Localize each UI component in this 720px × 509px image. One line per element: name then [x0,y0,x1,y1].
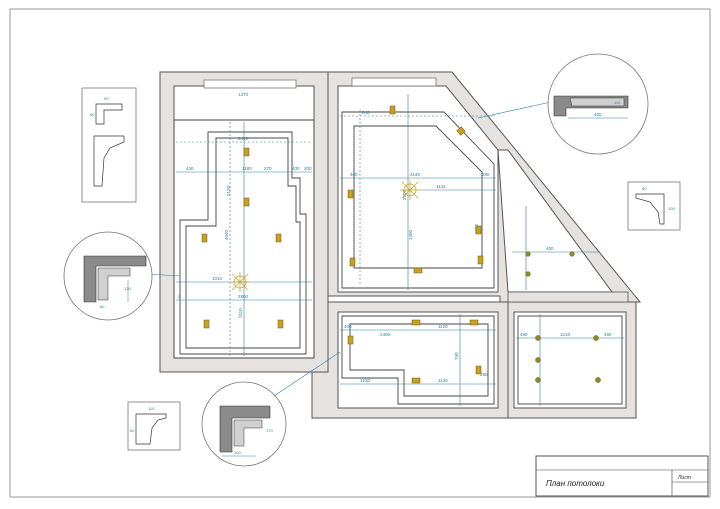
contour-bottom-middle-outer [341,315,495,405]
dim-b1-400: 400 [344,324,352,329]
detail-callout-bottom: 100 170 [201,381,287,467]
profile-box-right: 80 100 [627,181,681,231]
lamp [413,267,423,274]
dim-1010: 1010 [212,276,223,281]
profile-box-top-left: 90 60 [81,87,137,203]
lamp [349,257,356,267]
dim-b1-1120: 1120 [438,324,448,329]
walls [159,71,642,419]
dim-c1-1210: 1210 [560,332,571,337]
round-spots [525,251,601,383]
dim-c1-490b: 490 [604,332,612,337]
contour-bottom-right [517,315,623,405]
spot-lamps [201,105,484,384]
lamp [411,377,421,384]
dim-2490: 2490 [238,136,249,141]
contour-left-room-outer [173,119,315,359]
lamp [201,233,208,243]
profile-2-dim-a: 80 [642,186,647,191]
lamp [243,197,250,207]
detail-3-dim-a: 100 [234,450,241,455]
lamp [203,319,210,329]
lamp [347,335,354,345]
dim-200: 200 [304,166,312,171]
lamp [277,319,284,329]
lamp [347,189,354,199]
detail-callout-top-right: 400 110 [547,53,649,155]
dim-b1-280: 280 [480,372,488,377]
dim-r1-840: 840 [362,110,370,115]
dimension-texts: 1470 1180 430 430 270 200 1010 2800 2490… [178,92,612,383]
profile-box-bottom-left: 110 60 [127,401,181,451]
lamp [475,365,482,375]
dim-1180: 1180 [242,166,252,171]
lamp [475,225,482,235]
dim-r1-400: 400 [350,172,358,177]
profile-3-dim-a: 110 [148,406,155,411]
ceiling-contours [173,111,623,405]
dim-r1-280: 280 [482,172,490,177]
lamp [477,255,484,265]
dim-c1-490a: 490 [520,332,528,337]
chandelier-left-room [230,272,250,292]
dim-270: 270 [264,166,272,171]
lamp [456,126,466,136]
dimension-lines [176,94,624,406]
profile-2-dim-b: 100 [668,206,675,211]
contour-left-room-inner [179,131,307,355]
lamp [243,147,250,157]
leader-lines [147,99,561,401]
dim-2800: 2800 [238,294,249,299]
lamp [411,319,421,326]
wall-strip-right [507,291,629,303]
dim-430a: 430 [186,166,194,171]
detail-1-dim-b: 110 [614,100,621,105]
dim-r1-2800: 2800 [402,189,407,200]
dim-r1-1122: 1122 [436,184,446,189]
contour-left-room-t [185,137,301,349]
detail-2-dim-a: 130 [124,286,131,291]
profile-3-dim-b: 60 [130,428,135,433]
window-top-middle [351,77,437,87]
dim-1470: 1470 [238,92,249,97]
title-block: План потолоки Лист [535,455,709,497]
dim-b1-1230: 1230 [360,378,371,383]
dim-r1-1400: 1400 [408,229,413,240]
chandelier-upper-right-room [400,180,420,200]
detail-2-dim-b: 80 [100,304,105,309]
contour-upper-right-outer [341,111,495,289]
lamp [275,233,282,243]
detail-callout-left: 130 80 [63,231,153,321]
contour-bottom-middle-inner [349,323,489,397]
dim-b1-2400: 2400 [380,332,391,337]
dim-4040: 4040 [224,229,229,240]
contour-upper-right-inner [353,125,483,269]
profile-1-dim-a: 90 [104,96,109,101]
dim-c1-400: 400 [546,246,554,251]
title-block-title: План потолоки [546,479,605,488]
dim-2120: 2120 [226,185,231,196]
dim-b1-790: 790 [454,352,459,360]
chandeliers [230,180,420,292]
lamp [469,319,479,326]
dim-2110: 2110 [238,308,243,318]
dim-b1-1130: 1130 [438,378,448,383]
dim-r1-2140: 2140 [410,172,421,177]
title-block-sheet-label: Лист [677,475,691,481]
dim-left-2: 2 [178,294,181,299]
window-top-left [203,79,297,89]
profile-1-dim-b: 60 [90,112,95,117]
dim-430b: 430 [292,166,300,171]
lamp [389,105,396,115]
detail-3-dim-b: 170 [266,428,273,433]
detail-1-dim-a: 400 [594,112,602,117]
